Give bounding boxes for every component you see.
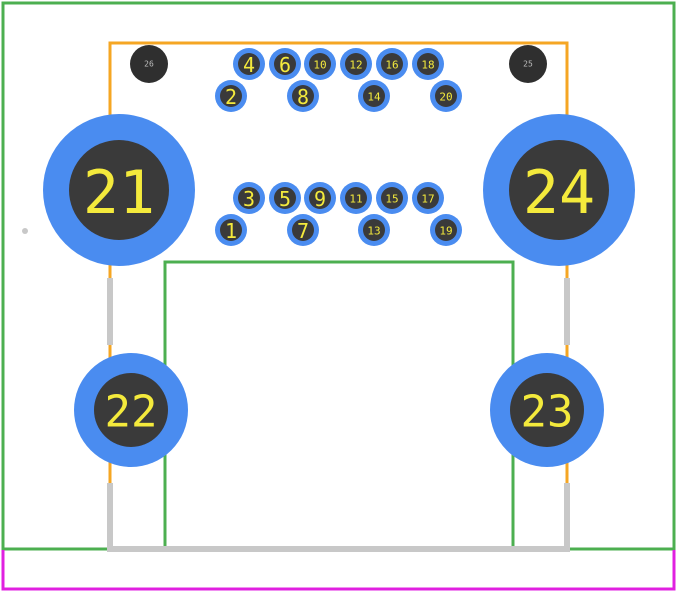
pad: 17 <box>412 182 444 214</box>
pad-hole <box>69 140 169 240</box>
pad-label: 20 <box>439 91 452 104</box>
mounting-hole-circle <box>509 45 547 83</box>
pad-hole <box>435 219 457 241</box>
pad-label: 22 <box>105 387 158 438</box>
pad-hole <box>292 219 314 241</box>
pad: 22 <box>74 353 188 467</box>
component-outline <box>108 41 569 549</box>
mounting-hole-circle <box>130 45 168 83</box>
pad: 1 <box>215 214 247 246</box>
pad-label: 16 <box>385 59 398 72</box>
pad: 6 <box>269 48 301 80</box>
pad-hole <box>309 187 331 209</box>
pad: 21 <box>43 114 195 266</box>
pad: 20 <box>430 80 462 112</box>
pad-hole <box>238 53 260 75</box>
pad-label: 11 <box>349 193 362 206</box>
pad-hole <box>220 85 242 107</box>
pad-hole <box>238 187 260 209</box>
pad-label: 1 <box>225 219 237 243</box>
pad-label: 21 <box>83 158 155 228</box>
mounting-hole: 25 <box>509 45 547 83</box>
pad-label: 9 <box>314 187 326 211</box>
pad-hole <box>509 140 609 240</box>
pad-label: 19 <box>439 225 452 238</box>
pad-label: 5 <box>279 187 291 211</box>
pad: 12 <box>340 48 372 80</box>
pad-label: 6 <box>279 53 291 77</box>
pad: 8 <box>287 80 319 112</box>
pad: 16 <box>376 48 408 80</box>
pad-label: 15 <box>385 193 398 206</box>
pad-label: 4 <box>243 53 255 77</box>
pad: 15 <box>376 182 408 214</box>
jack-opening-outline <box>163 260 515 549</box>
pad-hole <box>417 187 439 209</box>
pad: 24 <box>483 114 635 266</box>
pad-label: 17 <box>421 193 434 206</box>
pad: 2 <box>215 80 247 112</box>
pad-hole <box>363 85 385 107</box>
board-outline <box>1 1 676 551</box>
pad: 9 <box>304 182 336 214</box>
pad: 4 <box>233 48 265 80</box>
pad-label: 13 <box>367 225 380 238</box>
pad-hole <box>435 85 457 107</box>
pad-hole <box>220 219 242 241</box>
pad-hole <box>345 53 367 75</box>
pad-label: 7 <box>297 219 309 243</box>
pad-hole <box>510 373 584 447</box>
pad: 14 <box>358 80 390 112</box>
pad-label: 8 <box>297 85 309 109</box>
silkscreen <box>107 278 570 552</box>
pad: 11 <box>340 182 372 214</box>
pad-label: 2 <box>225 85 237 109</box>
pad-hole <box>363 219 385 241</box>
pad-label: 10 <box>313 59 326 72</box>
pad-label: 18 <box>421 59 434 72</box>
origin-marker <box>22 228 28 234</box>
pad: 19 <box>430 214 462 246</box>
courtyard-outline <box>1 550 676 591</box>
pad-hole <box>417 53 439 75</box>
pad-hole <box>274 187 296 209</box>
pad-label: 14 <box>367 91 381 104</box>
pad: 23 <box>490 353 604 467</box>
pad-label: 23 <box>521 387 574 438</box>
pad: 18 <box>412 48 444 80</box>
pad: 10 <box>304 48 336 80</box>
pad-hole <box>94 373 168 447</box>
pad-hole <box>345 187 367 209</box>
pad-hole <box>274 53 296 75</box>
pad-hole <box>292 85 314 107</box>
pad-label: 3 <box>243 187 255 211</box>
mounting-hole: 26 <box>130 45 168 83</box>
mounting-hole-label: 26 <box>144 60 154 69</box>
pad: 5 <box>269 182 301 214</box>
pad: 7 <box>287 214 319 246</box>
pad-hole <box>381 53 403 75</box>
pad-label: 12 <box>349 59 362 72</box>
pad-hole <box>381 187 403 209</box>
pad: 3 <box>233 182 265 214</box>
pad-label: 24 <box>523 158 595 228</box>
mounting-hole-label: 25 <box>523 60 533 69</box>
pad: 13 <box>358 214 390 246</box>
pad-hole <box>309 53 331 75</box>
